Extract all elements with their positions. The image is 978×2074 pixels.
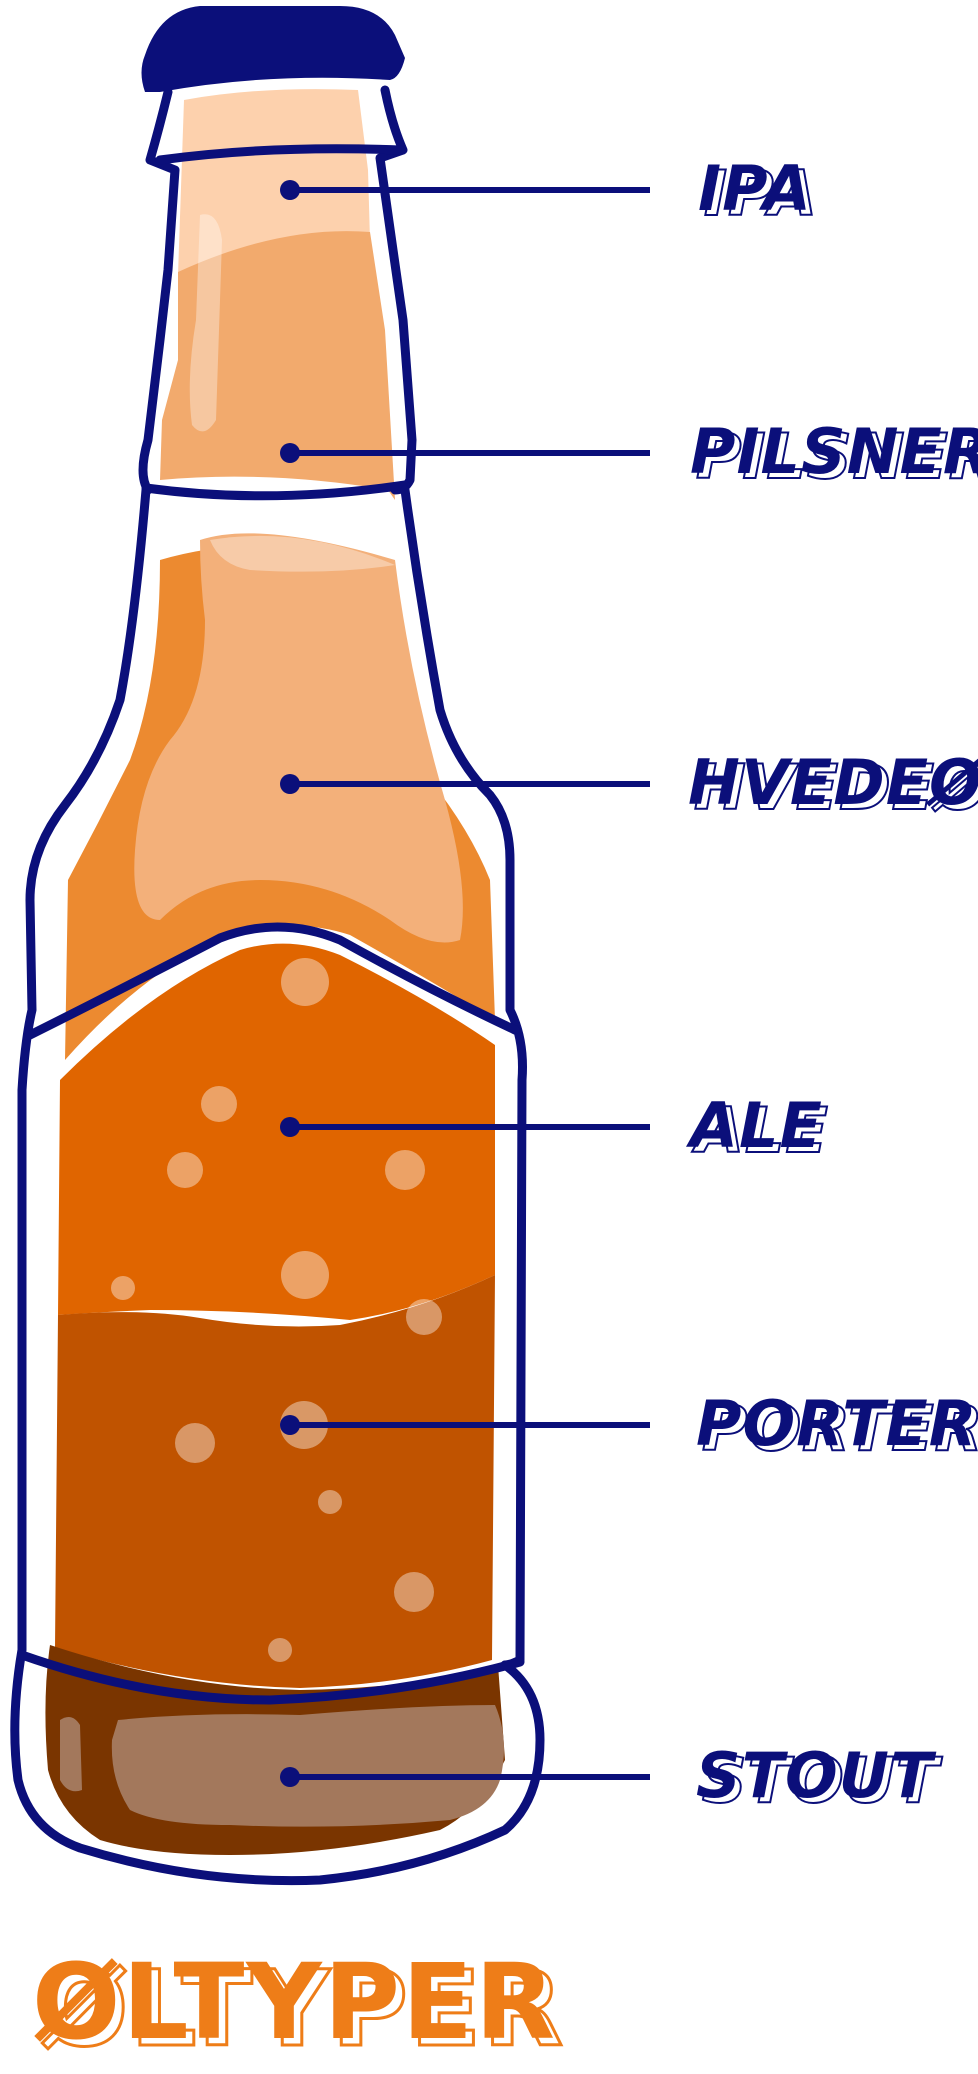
layer-porter: [55, 1275, 495, 1688]
dot-hvedeol: [280, 774, 300, 794]
label-stout: STOUT: [696, 1739, 937, 1812]
layer-pilsner: [160, 231, 395, 500]
body-outline-left: [10, 485, 545, 1886]
glass-highlights: [189, 214, 395, 572]
label-hvedeol: HVEDEØL: [688, 746, 978, 819]
body-outline-right: [400, 485, 527, 1670]
bubble: [281, 958, 329, 1006]
bubble: [201, 1086, 237, 1122]
label-ipa: IPA: [698, 152, 812, 225]
label-ale: ALE: [685, 1089, 823, 1162]
bubble: [111, 1276, 135, 1300]
bubble: [385, 1150, 425, 1190]
bubble: [175, 1423, 215, 1463]
bottle-outline: [10, 85, 545, 1886]
bubble: [394, 1572, 434, 1612]
dot-pilsner: [280, 443, 300, 463]
label-porter: PORTER: [696, 1387, 978, 1460]
label-pilsner-shadow: PILSNER: [696, 420, 978, 493]
bubble: [318, 1490, 342, 1514]
dot-ale: [280, 1117, 300, 1137]
label-porter-shadow: PORTER: [702, 1392, 978, 1465]
layer-ale: [58, 943, 495, 1320]
stout-label-patch: [111, 1705, 505, 1827]
label-hvedeol-shadow: HVEDEØL: [694, 751, 978, 824]
title-group: ØLTYPER ØLTYPER: [32, 1941, 565, 2072]
neck-ring-top: [155, 144, 405, 165]
bubble: [167, 1152, 203, 1188]
bubble: [406, 1299, 442, 1335]
labels: IPA IPA PILSNER PILSNER HVEDEØL HVEDEØL …: [685, 152, 978, 1818]
stout-side-patch: [60, 1716, 82, 1792]
shoulder-highlight: [210, 535, 395, 572]
leader-lines: [290, 187, 650, 1780]
leader-dots: [280, 180, 300, 1787]
neck-ring-bottom: [141, 480, 410, 501]
bottle-cap: [141, 6, 405, 92]
neck-outline: [138, 87, 180, 495]
dot-ipa: [280, 180, 300, 200]
bubble: [268, 1638, 292, 1662]
base-band: [17, 1650, 525, 1705]
shoulder-band: [25, 922, 520, 1040]
dot-stout: [280, 1767, 300, 1787]
neck-highlight: [189, 214, 222, 432]
layer-ipa: [178, 89, 370, 275]
label-ale-shadow: ALE: [691, 1094, 829, 1167]
dot-porter: [280, 1415, 300, 1435]
layer-hvedeol-highlight: [134, 533, 463, 943]
page-title-shadow: ØLTYPER: [40, 1948, 565, 2070]
page-title: ØLTYPER: [32, 1941, 557, 2063]
bubble: [281, 1251, 329, 1299]
label-pilsner: PILSNER: [690, 415, 978, 488]
label-ipa-shadow: IPA: [704, 157, 818, 230]
label-stout-shadow: STOUT: [702, 1744, 943, 1817]
bottle-liquid: [45, 89, 506, 1855]
